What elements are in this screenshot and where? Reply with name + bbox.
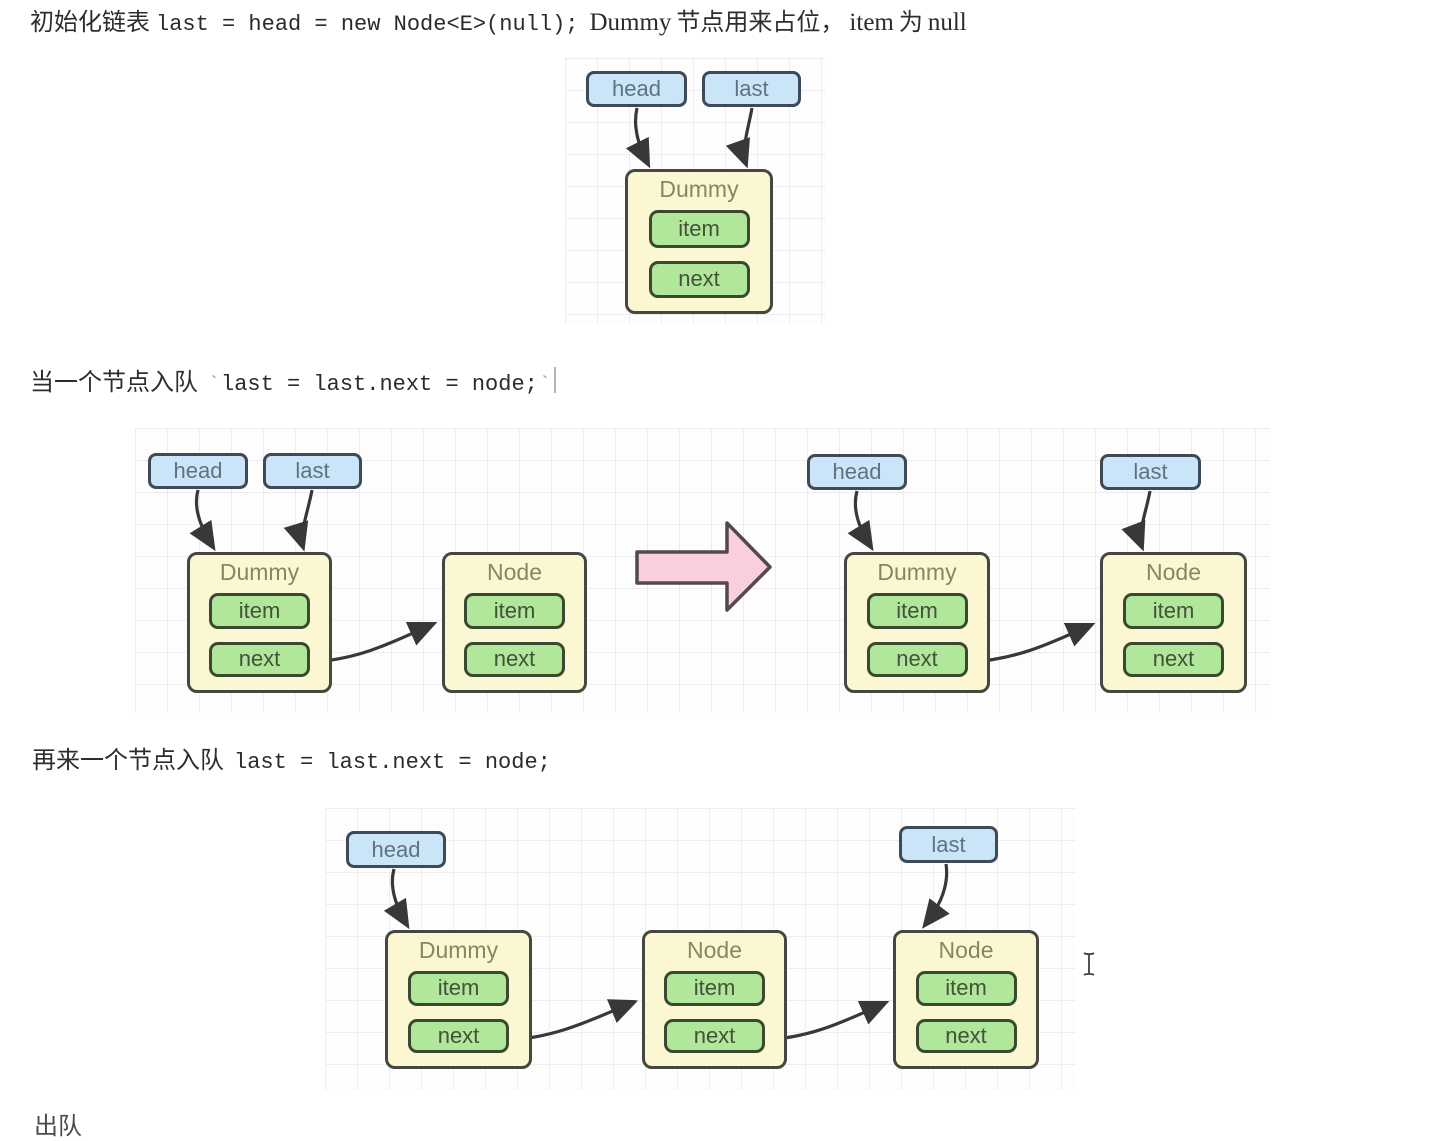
node-title: Dummy xyxy=(877,559,957,585)
heading1-latin2: item xyxy=(849,9,894,36)
field-item: item xyxy=(866,593,968,629)
field-next: next xyxy=(464,641,565,677)
node-box-node: Node item next xyxy=(893,930,1039,1069)
field-item: item xyxy=(664,971,765,1006)
node-box-node: Node item next xyxy=(642,930,787,1069)
field-next: next xyxy=(915,1018,1017,1053)
field-item: item xyxy=(464,593,565,629)
field-next: next xyxy=(209,641,310,677)
node-box-node: Node item next xyxy=(442,552,587,693)
field-item: item xyxy=(1123,593,1224,629)
field-item: item xyxy=(915,971,1017,1006)
heading1-zh1: 初始化链表 xyxy=(30,9,150,36)
field-item: item xyxy=(209,593,310,629)
field-next: next xyxy=(866,641,968,677)
node-title: Node xyxy=(1146,559,1201,585)
ref-box-last: last xyxy=(899,826,998,863)
field-next: next xyxy=(664,1018,765,1053)
heading2-code: last = last.next = node; xyxy=(221,372,538,397)
heading-enqueue-another: 再来一个节点入队 last = last.next = node; xyxy=(32,740,557,775)
ref-box-last: last xyxy=(1100,454,1201,490)
node-title: Node xyxy=(487,559,542,585)
field-next: next xyxy=(408,1018,509,1053)
ref-box-last: last xyxy=(263,453,362,489)
node-box-dummy: Dummy item next xyxy=(844,552,990,693)
ref-box-last: last xyxy=(702,71,801,107)
ref-label: head xyxy=(173,458,223,483)
ref-label: last xyxy=(295,458,330,483)
ref-box-head: head xyxy=(148,453,248,489)
ref-label: head xyxy=(832,459,882,484)
heading-dequeue-partial: 出队 xyxy=(34,1113,82,1140)
ref-label: last xyxy=(931,831,966,857)
node-title: Node xyxy=(687,937,742,963)
text-caret[interactable] xyxy=(553,366,556,393)
node-title: Dummy xyxy=(219,559,300,585)
mouse-ibeam-icon xyxy=(1083,952,1095,976)
field-next: next xyxy=(648,260,750,298)
ref-box-head: head xyxy=(586,71,687,107)
node-box-dummy: Dummy item next xyxy=(625,169,773,314)
node-title: Node xyxy=(938,937,994,963)
ref-label: last xyxy=(1133,459,1168,484)
node-box-dummy: Dummy item next xyxy=(187,552,332,693)
heading3-code: last = last.next = node; xyxy=(234,750,551,775)
heading1-code: last = head = new Node<E>(null); xyxy=(156,12,579,37)
node-title: Dummy xyxy=(659,176,739,202)
field-next: next xyxy=(1123,641,1224,677)
ref-box-head: head xyxy=(807,454,907,490)
heading1-zh3: 为 xyxy=(898,9,923,36)
ref-label: last xyxy=(734,76,769,101)
heading2-tick-open: ` xyxy=(208,374,221,397)
heading-enqueue-one: 当一个节点入队 ` last = last.next = node; ` xyxy=(30,362,556,397)
node-box-node: Node item next xyxy=(1100,552,1247,693)
heading2-zh: 当一个节点入队 xyxy=(30,369,198,396)
node-box-dummy: Dummy item next xyxy=(385,930,532,1069)
ref-box-head: head xyxy=(346,831,446,868)
ref-label: head xyxy=(371,836,421,862)
heading3-zh: 再来一个节点入队 xyxy=(32,747,224,774)
field-item: item xyxy=(648,210,750,248)
heading-init-list: 初始化链表 last = head = new Node<E>(null); D… xyxy=(30,2,972,37)
field-item: item xyxy=(408,971,509,1006)
heading1-zh2: 节点用来占位， xyxy=(676,9,845,36)
node-title: Dummy xyxy=(418,937,499,963)
ref-label: head xyxy=(612,76,661,101)
heading1-latin1: Dummy xyxy=(589,9,672,36)
heading1-latin3: null xyxy=(927,9,967,36)
heading2-tick-close: ` xyxy=(538,374,551,397)
